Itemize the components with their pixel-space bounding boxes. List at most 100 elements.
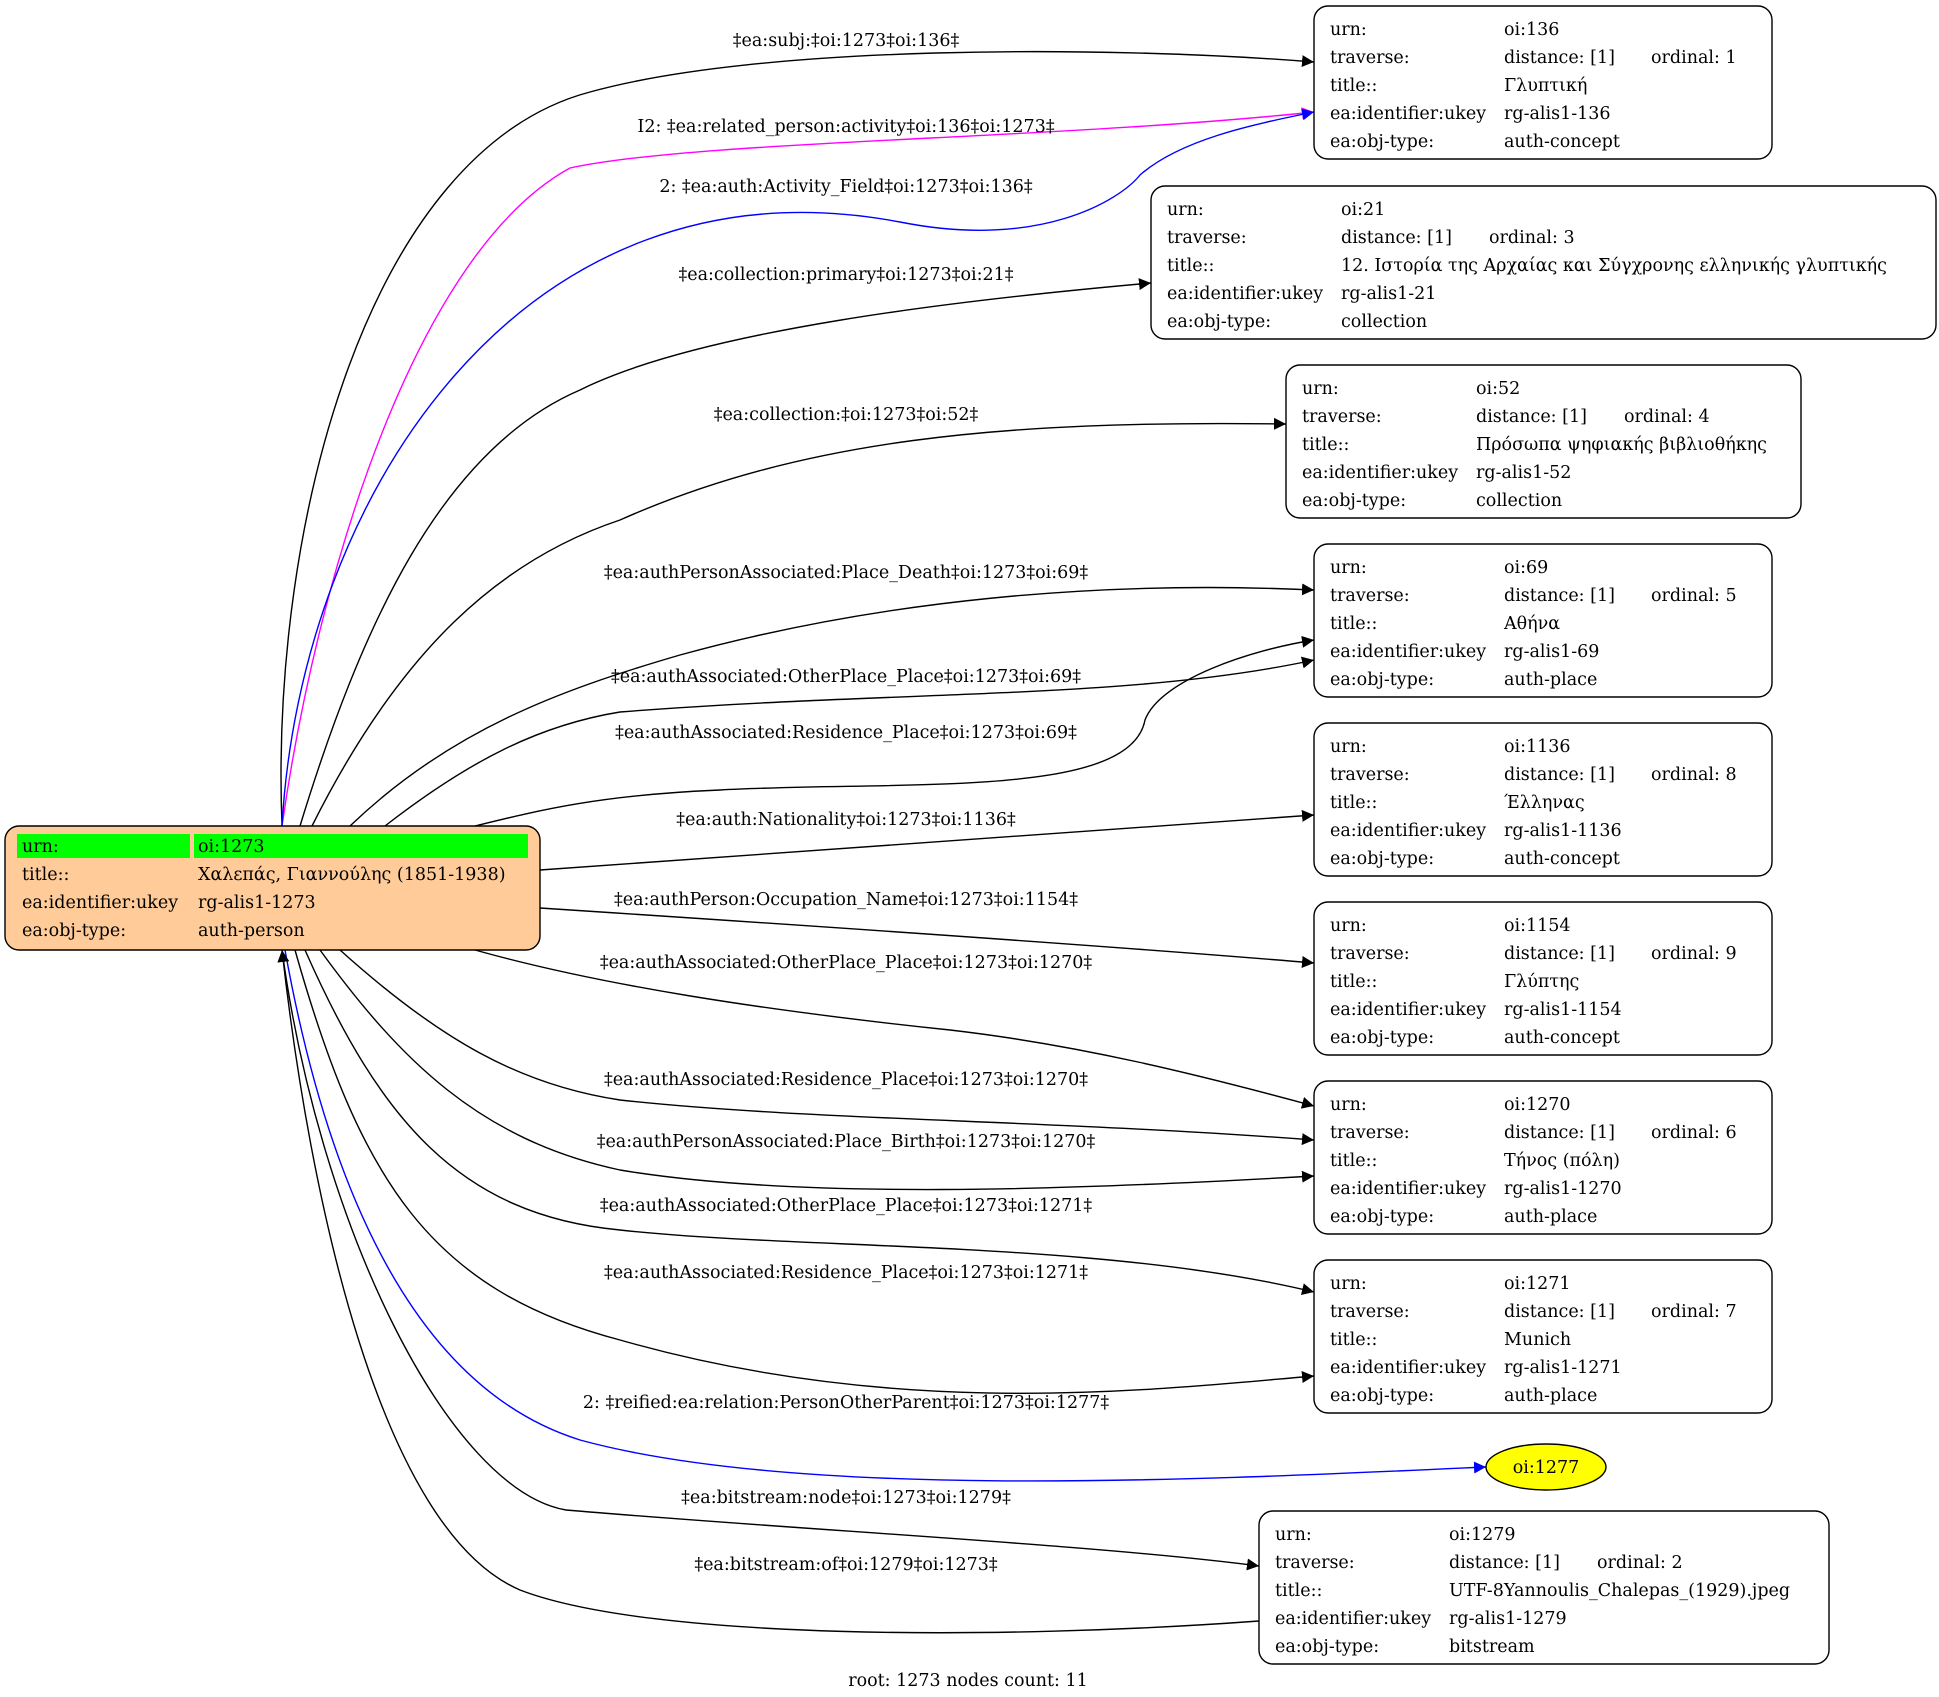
root-row-value: auth-person: [198, 921, 305, 941]
record-row-value: bitstream: [1449, 1637, 1535, 1657]
record-row-key: traverse:: [1330, 586, 1410, 606]
record-row-value: Αθήνα: [1503, 614, 1560, 634]
record-distance: distance: [1]: [1341, 228, 1452, 248]
record-ordinal: ordinal: 4: [1624, 407, 1710, 427]
record-row-key: title::: [1330, 1330, 1377, 1350]
record-distance: distance: [1]: [1504, 1123, 1615, 1143]
record-row-key: traverse:: [1275, 1553, 1355, 1573]
record-ordinal: ordinal: 6: [1651, 1123, 1737, 1143]
record-row-value: rg-alis1-1154: [1504, 1000, 1622, 1020]
edge-label: 2: ‡ea:auth:Activity_Field‡oi:1273‡oi:13…: [659, 177, 1033, 197]
ellipse-node-oi-1277[interactable]: oi:1277: [1485, 1443, 1607, 1491]
edge-label: ‡ea:bitstream:of‡oi:1279‡oi:1273‡: [694, 1555, 998, 1575]
record-row-value: auth-concept: [1504, 1028, 1620, 1048]
record-row-key: ea:identifier:ukey: [1330, 1000, 1486, 1020]
record-row-key: ea:identifier:ukey: [1330, 642, 1486, 662]
root-urn-value-highlight: [194, 834, 528, 858]
record-row-value: rg-alis1-1270: [1504, 1179, 1622, 1199]
record-row-key: title::: [1330, 1151, 1377, 1171]
record-row-key: urn:: [1330, 737, 1367, 757]
record-row-key: ea:identifier:ukey: [1302, 463, 1458, 483]
record-row-value: collection: [1476, 491, 1562, 511]
record-row-key: ea:identifier:ukey: [1167, 284, 1323, 304]
record-row-value: auth-concept: [1504, 849, 1620, 869]
record-row-key: urn:: [1167, 200, 1204, 220]
edge-e1: [280, 50, 1315, 827]
graph-caption: root: 1273 nodes count: 11: [848, 1671, 1088, 1691]
root-row-value: Χαλεπάς, Γιαννούλης (1851-1938): [198, 865, 506, 885]
edge-e12: [339, 949, 1315, 1146]
record-row-key: title::: [1330, 793, 1377, 813]
edge-e8: [474, 635, 1315, 827]
record-row-key: title::: [1330, 614, 1377, 634]
record-row-key: traverse:: [1167, 228, 1247, 248]
record-row-key: ea:identifier:ukey: [1330, 821, 1486, 841]
ellipse-node-label: oi:1277: [1513, 1458, 1580, 1478]
record-row-value: auth-place: [1504, 1207, 1597, 1227]
edge-label: ‡ea:collection:primary‡oi:1273‡oi:21‡: [678, 265, 1013, 285]
record-row-key: urn:: [1275, 1525, 1312, 1545]
edge-label: ‡ea:authAssociated:Residence_Place‡oi:12…: [615, 723, 1077, 743]
edge-e3: [281, 108, 1315, 827]
record-row-value: oi:21: [1341, 200, 1385, 220]
root-row-value: rg-alis1-1273: [198, 893, 316, 913]
edge-e5: [311, 417, 1287, 827]
edge-label: ‡ea:authAssociated:OtherPlace_Place‡oi:1…: [611, 667, 1081, 687]
edge-label: ‡ea:authAssociated:OtherPlace_Place‡oi:1…: [600, 953, 1093, 973]
record-row-value: Έλληνας: [1504, 793, 1585, 813]
edge-label: ‡ea:authPerson:Occupation_Name‡oi:1273‡o…: [614, 890, 1078, 910]
record-node-box: [1313, 722, 1773, 877]
edge-labels-layer: ‡ea:subj:‡oi:1273‡oi:136‡I2: ‡ea:related…: [583, 31, 1110, 1575]
record-row-key: traverse:: [1330, 765, 1410, 785]
root-row-value: oi:1273: [198, 837, 265, 857]
record-row-key: ea:obj-type:: [1302, 491, 1406, 511]
record-row-value: rg-alis1-1271: [1504, 1358, 1622, 1378]
record-row-value: auth-concept: [1504, 132, 1620, 152]
record-row-value: rg-alis1-21: [1341, 284, 1436, 304]
record-ordinal: ordinal: 8: [1651, 765, 1737, 785]
ellipse-node-shape: [1485, 1443, 1607, 1491]
record-row-value: rg-alis1-52: [1476, 463, 1571, 483]
record-node-box: [1258, 1510, 1830, 1665]
edge-e16: [284, 949, 1487, 1482]
record-ordinal: ordinal: 1: [1651, 48, 1737, 68]
record-ordinal: ordinal: 2: [1597, 1553, 1683, 1573]
record-node-box: [1313, 1080, 1773, 1235]
edge-label: ‡ea:collection:‡oi:1273‡oi:52‡: [714, 405, 979, 425]
record-row-key: title::: [1302, 435, 1349, 455]
edge-e7: [384, 656, 1315, 827]
edge-label: I2: ‡ea:related_person:activity‡oi:136‡o…: [637, 117, 1054, 137]
record-row-value: Γλύπτης: [1504, 972, 1579, 992]
record-row-key: title::: [1330, 76, 1377, 96]
record-row-key: traverse:: [1330, 48, 1410, 68]
record-row-key: urn:: [1330, 916, 1367, 936]
record-row-value: oi:1154: [1504, 916, 1571, 936]
root-row-key: ea:identifier:ukey: [22, 893, 178, 913]
record-distance: distance: [1]: [1504, 1302, 1615, 1322]
root-row-key: ea:obj-type:: [22, 921, 126, 941]
record-row-key: ea:obj-type:: [1330, 132, 1434, 152]
edge-e18: [277, 949, 1260, 1634]
record-row-key: ea:obj-type:: [1330, 1028, 1434, 1048]
record-row-key: urn:: [1330, 1274, 1367, 1294]
record-node-box: [1313, 1259, 1773, 1414]
edge-e4: [299, 278, 1152, 827]
record-row-value: Τήνος (πόλη): [1504, 1151, 1620, 1171]
root-row-key: title::: [22, 865, 69, 885]
record-row-key: urn:: [1302, 379, 1339, 399]
edge-e2: [274, 107, 1315, 839]
edge-label: 2: ‡reified:ea:relation:PersonOtherParen…: [583, 1393, 1110, 1413]
record-row-value: UTF-8Yannoulis_Chalepas_(1929).jpeg: [1449, 1581, 1790, 1601]
root-row-key: urn:: [22, 837, 59, 857]
record-row-value: Γλυπτική: [1504, 76, 1587, 96]
